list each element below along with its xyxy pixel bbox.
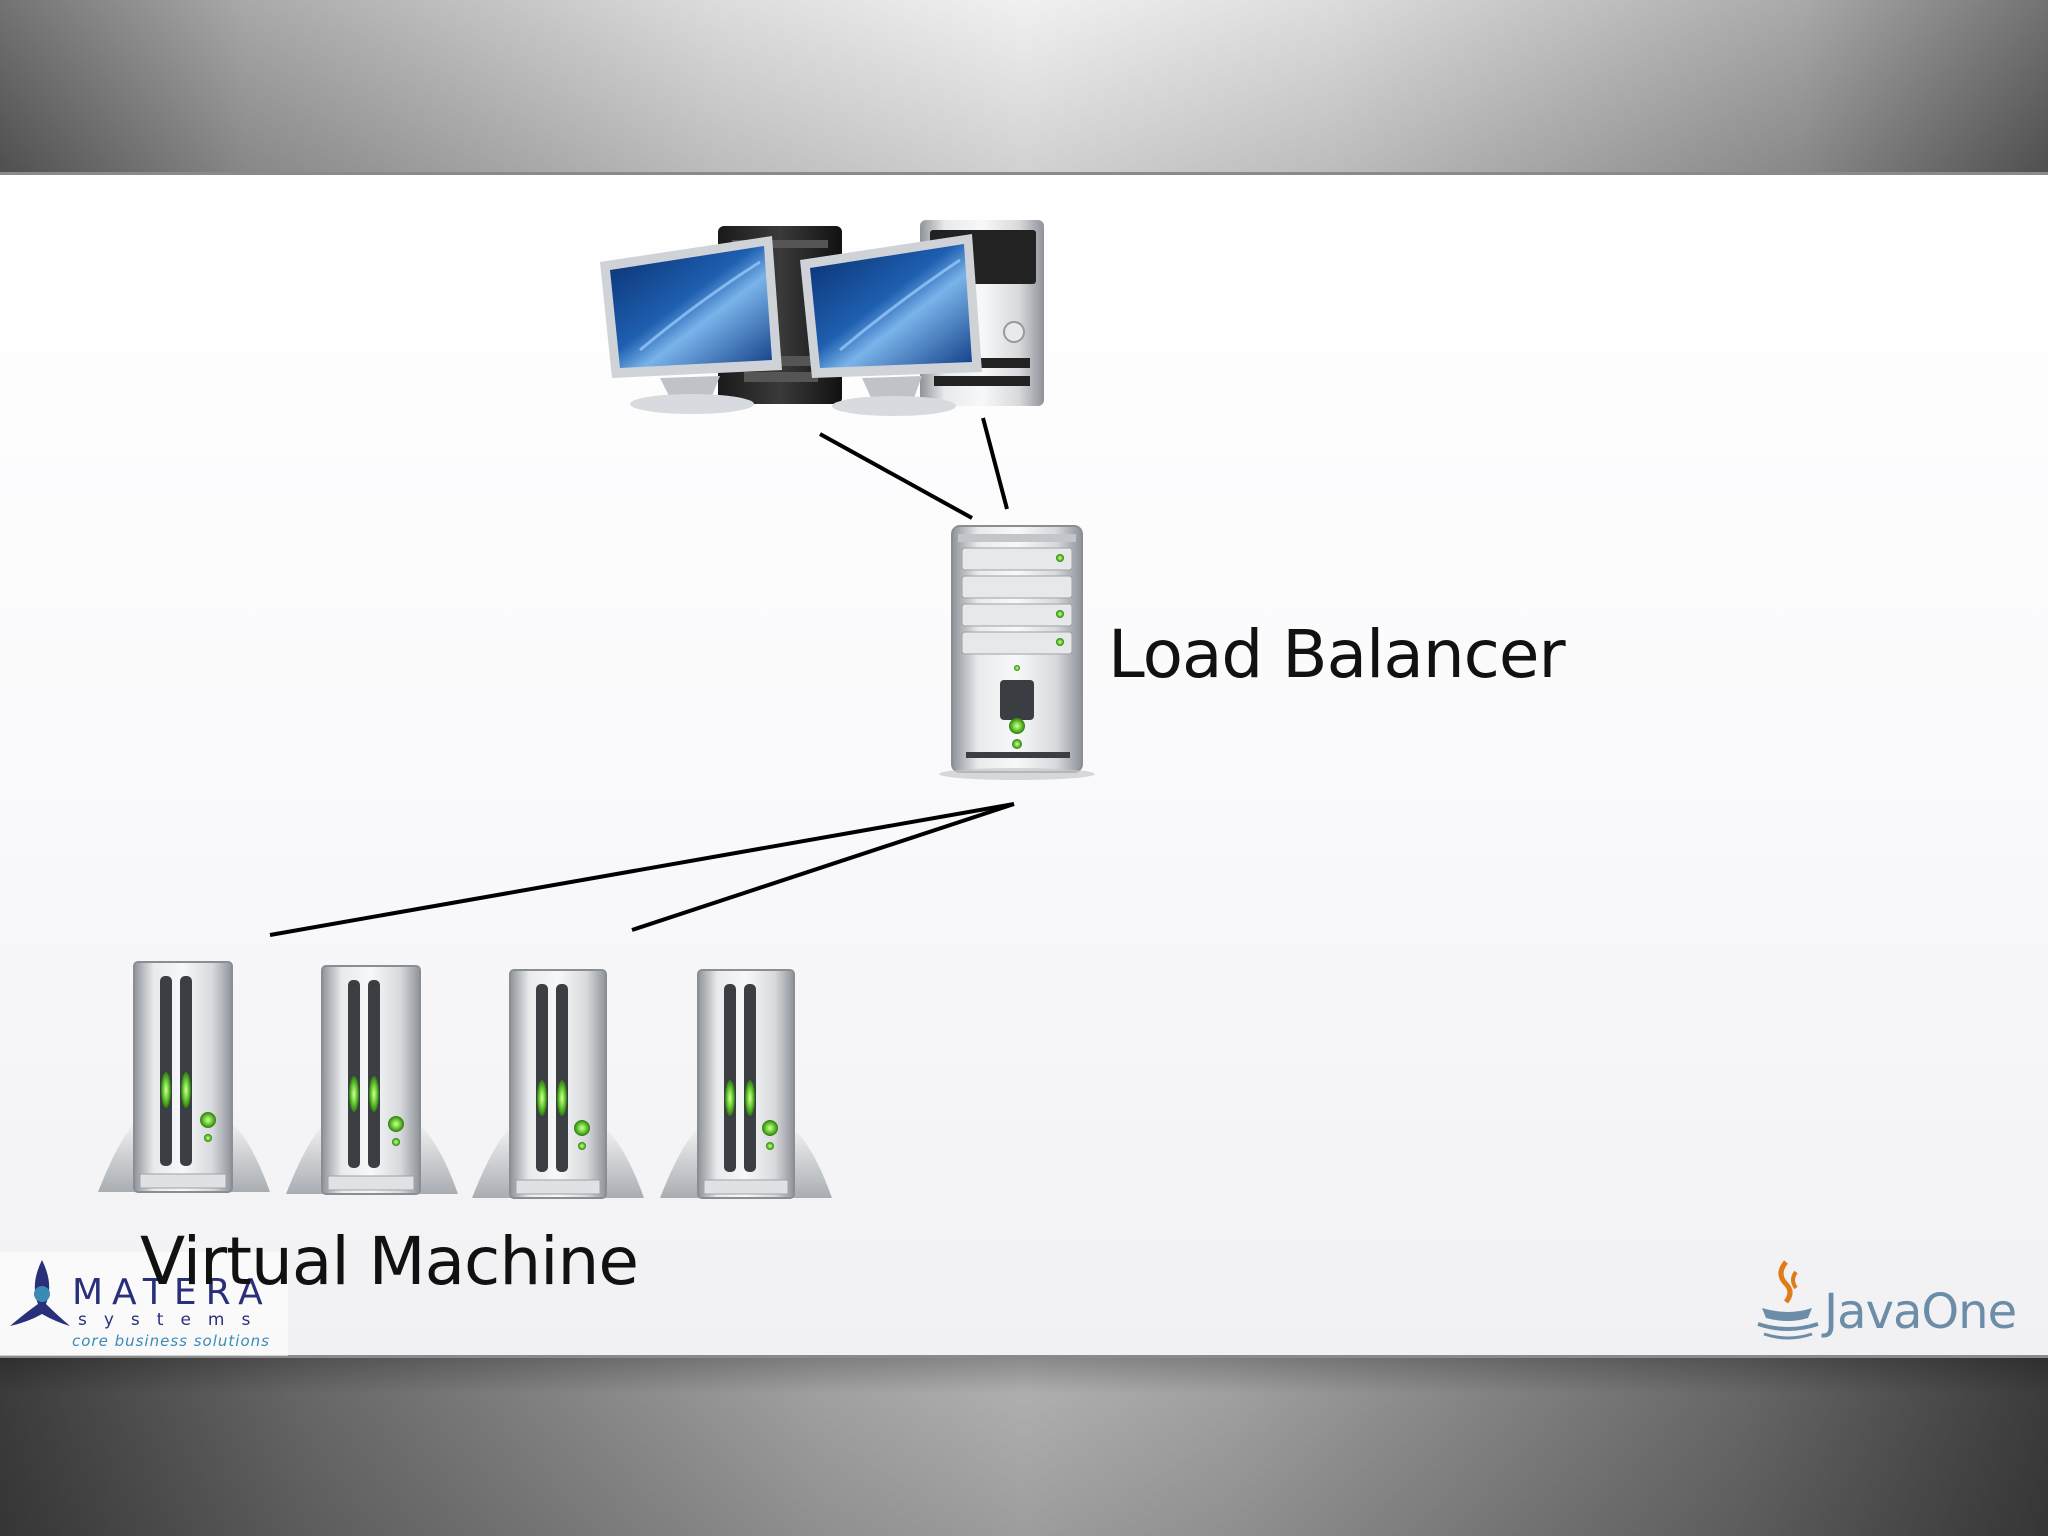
java-cup-icon <box>1757 1260 1819 1340</box>
matera-logo: MATERA systems core business solutions <box>0 1252 288 1356</box>
connector-lb-to-vm1 <box>269 802 1015 937</box>
matera-bird-icon <box>10 1260 70 1326</box>
virtual-machine-server-icon <box>98 961 270 1193</box>
javaone-logo: JavaOne <box>1748 1256 2028 1346</box>
matera-brand: MATERA <box>72 1272 272 1313</box>
top-frame-bar <box>0 0 2048 172</box>
client-computer-icon <box>600 226 842 414</box>
virtual-machine-server-icon <box>660 969 832 1199</box>
matera-tagline: core business solutions <box>72 1332 270 1350</box>
javaone-brand: JavaOne <box>1824 1284 2017 1340</box>
load-balancer-label: Load Balancer <box>1108 616 1566 693</box>
virtual-machine-server-icon <box>286 965 458 1195</box>
connector-client2-to-lb <box>981 417 1009 510</box>
client-computer-icon <box>800 220 1044 416</box>
bottom-frame-bar <box>0 1358 2048 1536</box>
connector-lb-to-vm3 <box>631 802 1015 932</box>
matera-sub: systems <box>78 1310 268 1330</box>
load-balancer-server-icon <box>939 525 1095 780</box>
connector-client1-to-lb <box>819 432 973 520</box>
virtual-machine-server-icon <box>472 969 644 1199</box>
virtual-machine-label: Virtual Machine <box>140 1223 639 1300</box>
